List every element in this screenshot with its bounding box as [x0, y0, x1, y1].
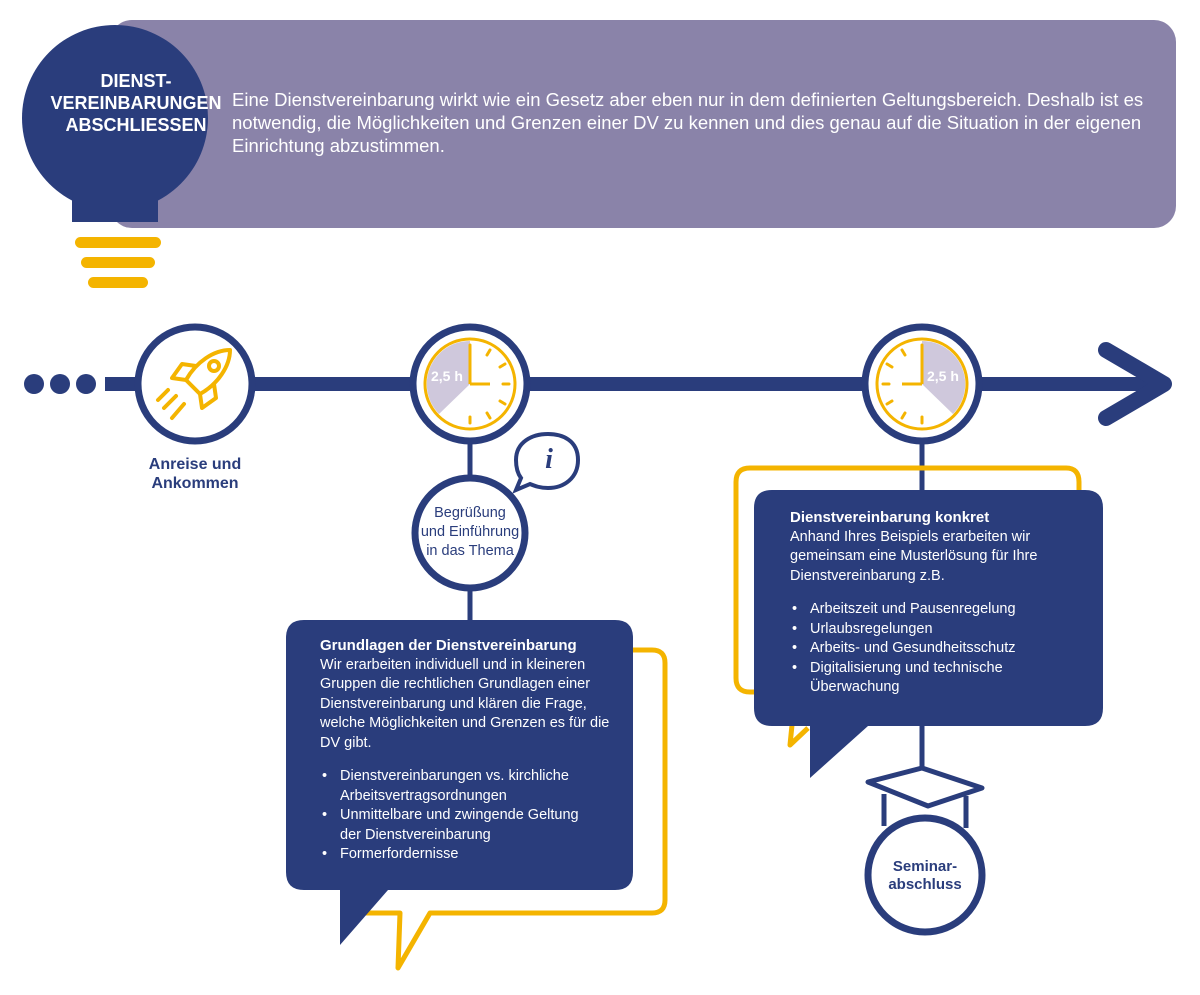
card1-bullet-2: Unmittelbare und zwingende Geltung der Di…: [322, 806, 620, 845]
bulb-title: DIENST- VEREINBARUNGEN ABSCHLIESSEN: [46, 70, 226, 136]
card1-bullet-list: Dienstvereinbarungen vs. kirchlicheArbei…: [320, 767, 620, 865]
card2-body-line-1: Anhand Ihres Beispiels erarbeiten wir: [790, 528, 1031, 545]
intro-label-line-3: in das Thema: [426, 543, 514, 559]
bulb-title-line-3: ABSCHLIESSEN: [65, 115, 207, 135]
clock-icon-2: [861, 323, 983, 445]
card1-outline: [360, 647, 668, 971]
arrival-label: Anreise und Ankommen: [130, 455, 260, 493]
card2-bullet-3: Arbeits- und Gesundheitsschutz: [792, 639, 1090, 659]
header-description: Eine Dienstvereinbarung wirkt wie ein Ge…: [232, 89, 1144, 156]
end-label: Seminar- abschluss: [870, 858, 980, 894]
timeline-arrow-head: [1098, 342, 1172, 426]
end-label-line-2: abschluss: [888, 876, 962, 893]
card2-bullet-1: Arbeitszeit und Pausenregelung: [792, 600, 1090, 620]
card2-outline-tail: [787, 724, 810, 748]
rocket-icon: [156, 348, 232, 420]
card1-body-line-4: welche Möglichkeiten und Grenzen es für …: [320, 715, 610, 731]
arrival-label-line-1: Anreise und: [148, 456, 242, 473]
graduation-cap-icon: [865, 765, 985, 828]
card2-bullet-1-line-1: Arbeitszeit und Pausenregelung: [810, 601, 1016, 617]
card2-body-line-3: Dienstvereinbarung z.B.: [790, 567, 945, 584]
card2-body-line-2: gemeinsam eine Musterlösung für Ihre: [790, 548, 1038, 564]
card1-bullet-3-line-1: Formerfordernisse: [340, 846, 459, 862]
card1-bullet-3: Formerfordernisse: [322, 845, 620, 865]
timeline-dots: [24, 374, 96, 394]
header-banner: [110, 20, 1176, 228]
card2-bullet-4-line-2: Überwachung: [810, 679, 900, 695]
intro-circle: [411, 474, 529, 592]
lightbulb-icon: [22, 25, 208, 288]
card1-body: Wir erarbeiten individuell und in kleine…: [320, 656, 620, 754]
card2-bullet-4-line-1: Digitalisierung und technische: [810, 659, 1003, 676]
card1-body-line-3: Dienstvereinbarung und klären die Frage,: [320, 695, 587, 712]
card1-body-line-5: DV gibt.: [320, 734, 372, 751]
card1-body-line-2: Gruppen die rechtlichen Grundlagen einer: [320, 676, 591, 692]
card1-content: Grundlagen der Dienstvereinbarung Wir er…: [320, 636, 620, 865]
intro-label-line-1: Begrüßung: [434, 505, 506, 521]
card1-bullet-2-line-2: der Dienstvereinbarung: [340, 826, 491, 843]
card2-title: Dienstvereinbarung konkret: [790, 509, 990, 526]
card1-title: Grundlagen der Dienstvereinbarung: [320, 637, 577, 654]
card1-bullet-1-line-1: Dienstvereinbarungen vs. kirchliche: [340, 768, 569, 784]
card1-bullet-2-line-1: Unmittelbare und zwingende Geltung: [340, 807, 579, 823]
card2-bullet-2-line-1: Urlaubsregelungen: [810, 620, 933, 637]
card2-bullet-4: Digitalisierung und technischeÜberwachun…: [792, 659, 1090, 698]
intro-label: Begrüßung und Einführung in das Thema: [415, 504, 525, 561]
card2-bullet-list: Arbeitszeit und Pausenregelung Urlaubsre…: [790, 600, 1090, 698]
end-label-line-1: Seminar-: [892, 858, 958, 875]
card2-bullet-3-line-1: Arbeits- und Gesundheitsschutz: [810, 640, 1016, 656]
clock1-label: 2,5 h: [431, 368, 463, 384]
card1-bullet-1-line-2: Arbeitsvertragsordnungen: [340, 787, 507, 804]
info-symbol: i: [545, 444, 553, 475]
arrival-label-line-2: Ankommen: [151, 475, 239, 492]
bulb-title-line-2: VEREINBARUNGEN: [50, 93, 222, 113]
card2-body: Anhand Ihres Beispiels erarbeiten wir ge…: [790, 528, 1090, 587]
bulb-title-line-1: DIENST-: [100, 71, 172, 91]
intro-label-line-2: und Einführung: [420, 524, 520, 540]
card2-bullet-2: Urlaubsregelungen: [792, 620, 1090, 640]
end-circle: [864, 814, 986, 936]
card2-content: Dienstvereinbarung konkret Anhand Ihres …: [790, 508, 1090, 698]
card1-body-line-1: Wir erarbeiten individuell und in kleine…: [320, 656, 586, 673]
rocket-milestone: [134, 323, 256, 445]
info-bubble-icon: [512, 431, 581, 494]
clock-icon-1: [409, 323, 531, 445]
card2-outline: [733, 465, 1082, 695]
clock2-label: 2,5 h: [927, 368, 959, 384]
card1-bullet-1: Dienstvereinbarungen vs. kirchlicheArbei…: [322, 767, 620, 806]
